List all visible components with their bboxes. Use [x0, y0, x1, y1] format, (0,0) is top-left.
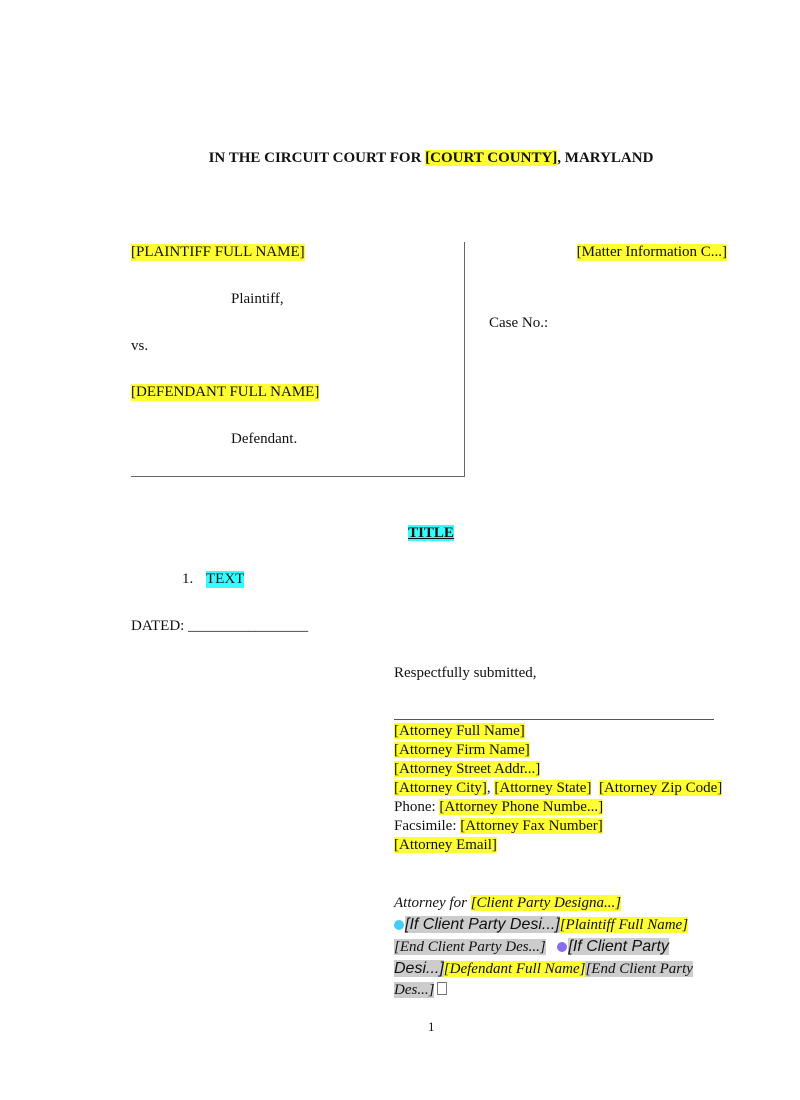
defendant-label: Defendant. — [231, 431, 298, 447]
phone-field[interactable]: [Attorney Phone Numbe...] — [439, 799, 604, 815]
item-number: 1. — [182, 571, 194, 587]
conditional-marker-icon[interactable] — [394, 920, 404, 930]
court-heading: IN THE CIRCUIT COURT FOR [COURT COUNTY],… — [0, 150, 800, 167]
fax-label: Facsimile: — [394, 818, 461, 834]
attorney-for-label: Attorney for — [394, 895, 471, 911]
document-title: TITLE — [0, 525, 800, 542]
state-field[interactable]: [Attorney State] — [494, 780, 592, 796]
if-plaintiff-condition-field[interactable]: [If Client Party Desi...] — [405, 916, 560, 933]
street-line: [Attorney Street Addr...] — [394, 760, 724, 779]
title-field[interactable]: TITLE — [408, 525, 454, 541]
client-party-designation-field[interactable]: [Client Party Designa...] — [470, 895, 622, 911]
defendant-name-field[interactable]: [DEFENDANT FULL NAME] — [131, 384, 320, 401]
attorney-name-field[interactable]: [Attorney Full Name] — [394, 723, 525, 739]
caption-horizontal-divider — [131, 476, 465, 477]
court-county-field[interactable]: [COURT COUNTY] — [425, 150, 558, 166]
street-field[interactable]: [Attorney Street Addr...] — [394, 761, 541, 777]
plaintiff-full-name-field[interactable]: [Plaintiff Full Name] — [559, 917, 689, 933]
firm-name-field[interactable]: [Attorney Firm Name] — [394, 742, 530, 758]
fax-line: Facsimile: [Attorney Fax Number] — [394, 817, 724, 836]
plaintiff-label: Plaintiff, — [231, 291, 284, 307]
zip-field[interactable]: [Attorney Zip Code] — [598, 780, 723, 796]
attorney-name-line: [Attorney Full Name] — [394, 722, 724, 741]
matter-information-field[interactable]: [Matter Information C...] — [576, 244, 727, 261]
conditional-marker-icon[interactable] — [557, 942, 568, 952]
fax-field[interactable]: [Attorney Fax Number] — [460, 818, 603, 834]
firm-name-line: [Attorney Firm Name] — [394, 741, 724, 760]
city-separator: , — [486, 780, 495, 796]
phone-label: Phone: — [394, 799, 440, 815]
signature-line — [394, 719, 714, 720]
field-end-box-icon — [437, 982, 448, 995]
heading-suffix: , MARYLAND — [557, 150, 654, 166]
respectfully-submitted: Respectfully submitted, — [394, 665, 537, 681]
email-line: [Attorney Email] — [394, 836, 724, 855]
caption-vertical-divider — [464, 242, 465, 476]
end-plaintiff-condition-field[interactable]: [End Client Party Des...] — [394, 939, 546, 955]
attorney-signature-block: [Attorney Full Name] [Attorney Firm Name… — [394, 722, 724, 855]
page-number: 1 — [428, 1019, 435, 1034]
plaintiff-name-field[interactable]: [PLAINTIFF FULL NAME] — [131, 244, 305, 261]
city-field[interactable]: [Attorney City] — [394, 780, 487, 796]
phone-line: Phone: [Attorney Phone Numbe...] — [394, 798, 724, 817]
city-state-zip-line: [Attorney City], [Attorney State] [Attor… — [394, 779, 724, 798]
body-text-field[interactable]: TEXT — [206, 571, 245, 588]
defendant-full-name-field[interactable]: [Defendant Full Name] — [443, 961, 586, 977]
dated-line: DATED: ________________ — [131, 618, 309, 634]
heading-prefix: IN THE CIRCUIT COURT FOR — [208, 150, 426, 166]
attorney-for-block: Attorney for [Client Party Designa...] [… — [394, 893, 694, 1001]
versus-label: vs. — [131, 338, 149, 354]
email-field[interactable]: [Attorney Email] — [394, 837, 497, 853]
case-number-label: Case No.: — [489, 315, 549, 331]
